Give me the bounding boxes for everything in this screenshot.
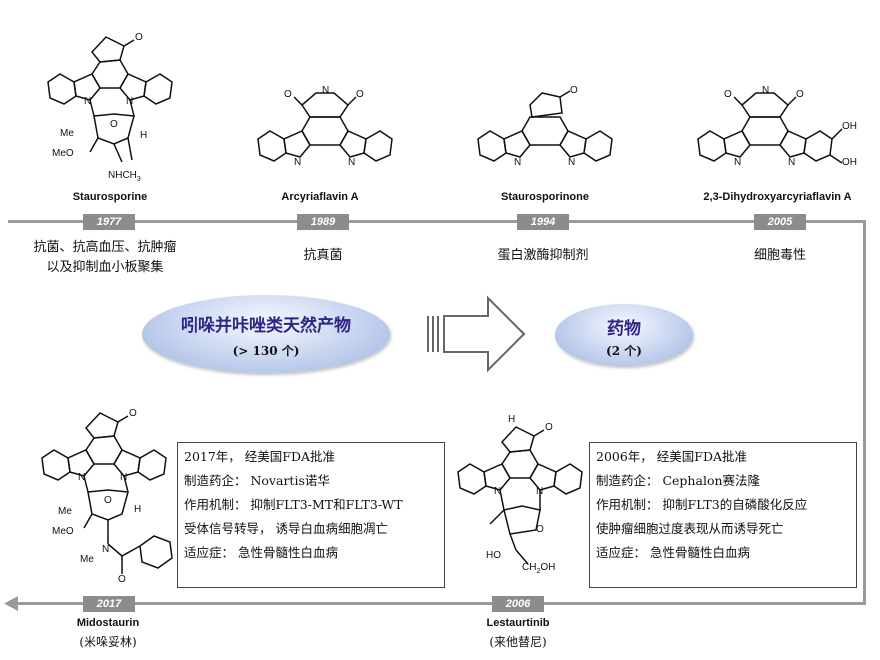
atom-oh: OH [842, 121, 857, 132]
atom-o: O [118, 574, 126, 585]
drugs-count: (2 个) [606, 344, 642, 358]
arcyriaflavin-a-structure: O O N N N [250, 85, 400, 180]
atom-o: O [110, 119, 118, 130]
atom-o: O [724, 89, 732, 100]
activity-staurosporine: 抗菌、抗高血压、抗肿瘤 以及抑制血小板聚集 [33, 240, 177, 275]
atom-o: O [356, 89, 364, 100]
natural-products-title: 吲哚并咔唑类天然产物 [181, 316, 351, 336]
compound-name-staurosporinone: Staurosporinone [500, 191, 589, 203]
year-tag-1994: 1994 [517, 214, 569, 230]
staurosporinone-structure: O N N [470, 85, 620, 180]
atom-nh: N [568, 157, 576, 168]
lestaurtinib-info-box: 2006年， 经美国FDA批准 制造药企： Cephalon赛法隆 作用机制： … [589, 442, 857, 588]
atom-n: N [78, 472, 86, 483]
atom-me: Me [58, 506, 72, 517]
atom-o: O [104, 495, 112, 506]
atom-nh: N [322, 85, 330, 96]
atom-h: H [140, 130, 148, 141]
midostaurin-info-line: 制造药企： Novartis诺华 [184, 473, 330, 488]
atom-o: O [129, 408, 137, 419]
atom-nh: N [762, 85, 770, 96]
atom-o: O [536, 524, 544, 535]
atom-o: O [284, 89, 292, 100]
year-tag-2005: 2005 [754, 214, 806, 230]
midostaurin-info-box: 2017年， 经美国FDA批准 制造药企： Novartis诺华 作用机制： 抑… [177, 442, 445, 588]
year-tag-2006: 2006 [492, 596, 544, 612]
atom-meo: MeO [52, 148, 74, 159]
drug-name-midostaurin: Midostaurin [76, 617, 140, 629]
drug-name-lestaurtinib: Lestaurtinib [486, 617, 550, 629]
timeline-bottom-line [14, 602, 866, 605]
atom-h: H [134, 504, 142, 515]
atom-o: O [796, 89, 804, 100]
drug-cn-name-midostaurin: (米哚妥林) [79, 635, 137, 649]
atom-oh: OH [842, 157, 857, 168]
activity-dihydroxyarcyriaflavin: 细胞毒性 [753, 248, 806, 263]
atom-n: N [126, 96, 134, 107]
atom-nh-h: H [508, 414, 516, 425]
lestaurtinib-structure: O H N N O HO CH2OH [440, 410, 600, 590]
atom-n: N [102, 544, 110, 555]
year-tag-1977: 1977 [83, 214, 135, 230]
year-tag-2017: 2017 [83, 596, 135, 612]
natural-products-ellipse: 吲哚并咔唑类天然产物 (> 130 个) [142, 295, 390, 373]
atom-o: O [545, 422, 553, 433]
atom-meo: MeO [52, 526, 74, 537]
activity-staurosporinone: 蛋白激酶抑制剂 [497, 248, 589, 263]
timeline-right-line [863, 220, 866, 605]
atom-ch2oh: CH2OH [522, 562, 556, 575]
drugs-title: 药物 [607, 319, 641, 339]
atom-n: N [536, 486, 544, 497]
atom-n: N [494, 486, 502, 497]
atom-n: N [84, 96, 92, 107]
atom-ho: HO [486, 550, 501, 561]
activity-arcyriaflavin-a: 抗真菌 [303, 248, 343, 263]
atom-o: O [570, 85, 578, 96]
year-tag-1989: 1989 [297, 214, 349, 230]
atom-nh: N [514, 157, 522, 168]
drug-cn-name-lestaurtinib: (来他替尼) [489, 635, 547, 649]
atom-nh: N [788, 157, 796, 168]
staurosporine-structure: O N N O Me H MeO NHCH3 [30, 20, 190, 190]
lestaurtinib-info-line: 2006年， 经美国FDA批准 [596, 449, 748, 464]
lestaurtinib-info-line: 作用机制： 抑制FLT3的自磷酸化反应 [596, 497, 808, 512]
timeline-arrowhead-icon [4, 596, 18, 611]
compound-name-dihydroxyarcyriaflavin: 2,3-Dihydroxyarcyriaflavin A [703, 191, 852, 203]
atom-nhch3: NHCH3 [108, 170, 141, 183]
right-arrow-icon [427, 295, 526, 373]
atom-n: N [120, 472, 128, 483]
natural-products-count: (> 130 个) [232, 344, 300, 358]
midostaurin-info-line: 作用机制： 抑制FLT3-MT和FLT3-WT [184, 497, 403, 512]
timeline-top-line [8, 220, 866, 223]
atom-nh: N [294, 157, 302, 168]
lestaurtinib-info-line: 制造药企： Cephalon赛法隆 [596, 473, 761, 488]
compound-name-arcyriaflavin-a: Arcyriaflavin A [281, 191, 359, 203]
atom-nh: N [348, 157, 356, 168]
lestaurtinib-info-line: 适应症： 急性骨髓性白血病 [596, 545, 750, 560]
atom-me: Me [80, 554, 94, 565]
drugs-ellipse: 药物 (2 个) [555, 304, 693, 366]
atom-nh: N [734, 157, 742, 168]
midostaurin-info-line: 2017年， 经美国FDA批准 [184, 449, 336, 464]
compound-name-staurosporine: Staurosporine [72, 191, 148, 203]
midostaurin-structure: O N N O Me H MeO N Me O [24, 396, 184, 596]
atom-me: Me [60, 128, 74, 139]
midostaurin-info-line: 受体信号转导， 诱导白血病细胞凋亡 [184, 521, 388, 536]
atom-o: O [135, 32, 143, 43]
dihydroxyarcyriaflavin-structure: O O N N N OH OH [690, 85, 860, 180]
midostaurin-info-line: 适应症： 急性骨髓性白血病 [184, 545, 338, 560]
lestaurtinib-info-line: 使肿瘤细胞过度表现从而诱导死亡 [596, 521, 784, 536]
